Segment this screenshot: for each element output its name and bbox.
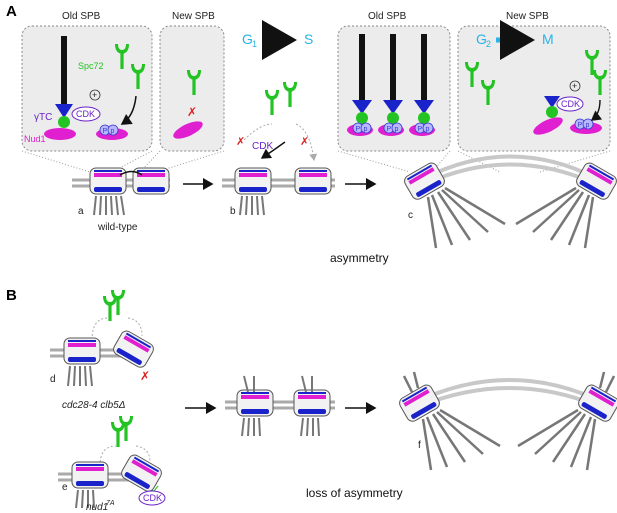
cdk-oval (71, 106, 101, 122)
phosphate-icon (574, 118, 594, 130)
dashed-arrow (243, 123, 314, 160)
spindle-f (396, 371, 617, 471)
spb-pair-d (50, 328, 157, 387)
nud1-protein (173, 121, 203, 139)
spc72-label: Spc72 (78, 61, 104, 71)
cycle-icon (89, 89, 101, 101)
gamma-tubulin-complex (55, 104, 73, 118)
mutant-nud1-superscript: 7A (106, 500, 115, 507)
cdk-label: CDK (76, 109, 95, 119)
cdk-label-mid: CDK (252, 141, 273, 152)
cdk-label: CDK (561, 99, 580, 109)
sublabel-b: b (230, 206, 236, 217)
wild-type-label: wild-type (97, 222, 138, 233)
sublabel-e: e (62, 482, 68, 493)
inset-old-spb-a (21, 25, 153, 152)
spb-pair-b (222, 167, 335, 216)
check-icon: ✓ (150, 482, 161, 497)
nud1-label: Nud1 (24, 134, 46, 144)
block-x-icon: ✗ (140, 369, 150, 383)
spb-pair-mid-b (225, 375, 335, 437)
g2-label: G (476, 31, 487, 47)
dashed-arrow (99, 445, 151, 467)
sublabel-d: d (50, 374, 56, 385)
panel-b-letter: B (6, 287, 17, 304)
sublabel-f: f (418, 440, 421, 451)
nud1-protein (44, 128, 76, 140)
binding-arrow (260, 141, 286, 159)
dashed-arrow (91, 317, 143, 341)
m-label: M (542, 31, 554, 47)
loss-of-asymmetry-label: loss of asymmetry (306, 486, 403, 500)
cdk-oval (556, 96, 584, 112)
spb-pair-a (72, 167, 170, 216)
old-spb-title-c: Old SPB (368, 11, 407, 22)
cdk-label-e: CDK (143, 493, 162, 503)
sublabel-c: c (408, 210, 413, 221)
cycle-icon (569, 80, 581, 92)
spc72-icon (103, 296, 117, 321)
plus-label: + (572, 81, 577, 91)
new-spb-title-c: New SPB (506, 11, 549, 22)
mutant-nud1-label: nud1 (86, 502, 108, 513)
plus-label: + (92, 90, 97, 100)
g1-subscript: 1 (252, 39, 257, 49)
spc72-icon (265, 90, 279, 115)
nud1-protein (533, 117, 563, 135)
gtc-label: γTC (34, 112, 52, 123)
gamma-tubulin-complex (544, 96, 560, 108)
panel-a-letter: A (6, 3, 17, 20)
nucleated-complexes (347, 34, 435, 136)
spc72-icon (283, 82, 297, 107)
binding-arrow (590, 99, 603, 121)
block-x-icon: ✗ (300, 136, 309, 148)
block-x-icon: ✗ (187, 105, 197, 119)
phosphate-icon (99, 124, 119, 136)
spc72-bound (546, 106, 558, 118)
g2-subscript: 2 (486, 39, 491, 49)
spc72-bound (58, 116, 70, 128)
asymmetry-label: asymmetry (330, 251, 389, 265)
spc72-icon (111, 422, 125, 447)
binding-arrow (120, 95, 137, 125)
cdk-oval (138, 490, 166, 506)
block-x-icon: ✗ (236, 136, 245, 148)
microtubule (61, 36, 67, 106)
mutant-cdc28-label: cdc28-4 clb5Δ (62, 400, 126, 411)
sublabel-a: a (78, 206, 84, 217)
old-spb-title-a: Old SPB (62, 11, 101, 22)
spindle-c (401, 154, 617, 249)
new-spb-title-a: New SPB (172, 11, 215, 22)
spb-pair-e (58, 452, 165, 509)
s-label: S (304, 31, 313, 47)
inset-new-spb-a (159, 25, 225, 152)
g1-label: G (242, 31, 253, 47)
